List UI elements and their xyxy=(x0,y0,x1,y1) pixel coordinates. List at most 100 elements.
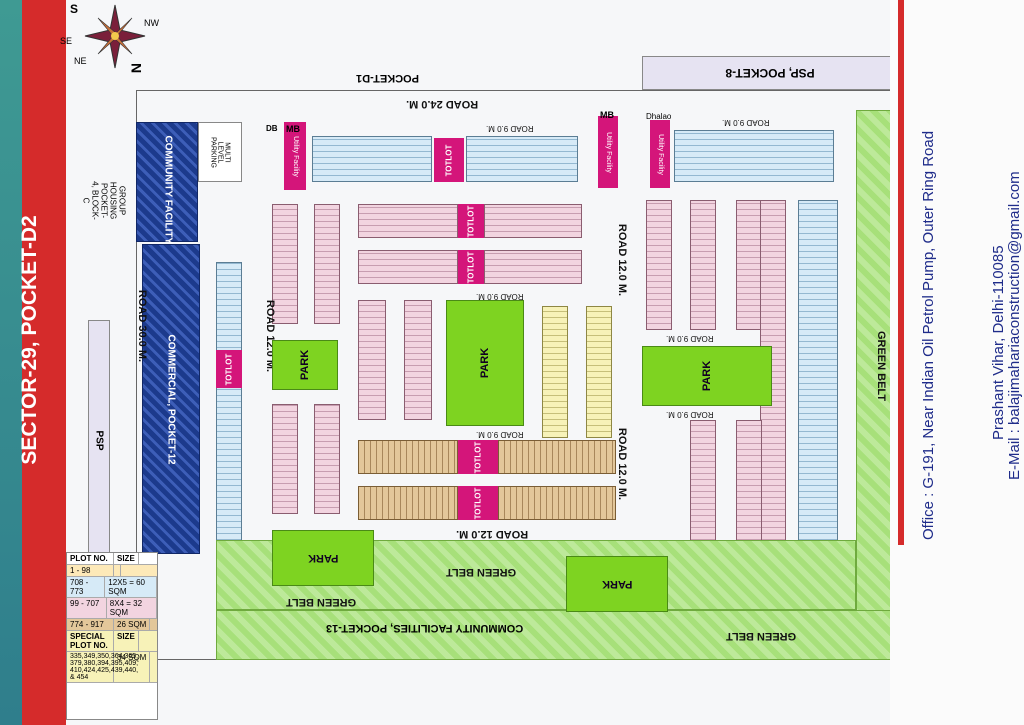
group-housing: GROUP HOUSING POCKET-4, BLOCK-C xyxy=(82,140,127,260)
plot-block-right-3 xyxy=(736,200,762,330)
road-12-bottom: ROAD 12.0 M. xyxy=(456,528,529,540)
legend-special-size-header: SIZE xyxy=(114,631,139,651)
park-central: PARK xyxy=(446,300,524,426)
park-left-small: PARK xyxy=(272,340,338,390)
title-band xyxy=(22,0,66,725)
plot-block-left-4 xyxy=(314,404,340,514)
park-bottom-left: PARK xyxy=(272,530,374,586)
legend-row-3-plot: 99 - 707 xyxy=(67,598,107,618)
plot-block-center-2 xyxy=(404,300,432,420)
totlot-mid-1: TOTLOT xyxy=(458,204,484,238)
plot-block-right-blue xyxy=(798,200,838,600)
plot-block-mid-1 xyxy=(358,204,458,238)
utility-facility-right-label: Utility Facility xyxy=(656,133,664,175)
compass-rose-icon xyxy=(84,4,146,69)
community-facility-label: COMMUNITY FACILITY xyxy=(162,135,174,245)
legend-row-2-plot: 708 - 773 xyxy=(67,577,106,597)
office-email: E-Mail : balajimahariaconstruction@gmail… xyxy=(1006,171,1023,480)
office-red-rule xyxy=(898,0,904,545)
multi-level-parking: MULTI LEVEL PARKING xyxy=(198,122,242,182)
utility-facility-right: Utility Facility xyxy=(650,120,670,188)
plot-block-right-1 xyxy=(646,200,672,330)
legend-row-2-size: 12X5 = 60 SQM xyxy=(105,577,157,597)
green-belt-bottom-label: GREEN BELT xyxy=(446,566,517,578)
mb-label-mid: MB xyxy=(600,110,614,120)
plot-block-center-yellow-2 xyxy=(586,306,612,438)
legend-special-size: 34 SQM xyxy=(114,652,151,682)
utility-facility-mid: Utility Facility xyxy=(598,116,618,188)
plot-block-tan-4 xyxy=(498,486,616,520)
compass-s-label: S xyxy=(70,2,79,16)
plot-block-center-1 xyxy=(358,300,386,420)
legend-row-3-size: 8X4 = 32 SQM xyxy=(107,598,157,618)
legend-header-size: SIZE xyxy=(114,553,139,564)
plot-block-mid-3 xyxy=(358,250,458,284)
plot-block-tan-1 xyxy=(358,440,458,474)
mb-label-left: MB xyxy=(286,124,300,134)
commercial-label: COMMERCIAL, POCKET-12 xyxy=(165,333,177,465)
multi-level-parking-label: MULTI LEVEL PARKING xyxy=(209,136,231,168)
utility-facility-ess-label: Utility Facility xyxy=(291,135,299,177)
map-area: N S NW NE SE PSP, POCKET-8 POCKET-D1 ROA… xyxy=(60,0,911,725)
dhalao-label: Dhalao xyxy=(646,112,672,121)
road-9-center: ROAD 9.0 M. xyxy=(476,430,524,439)
compass-ne-label: NE xyxy=(74,56,87,66)
plot-block-tan-3 xyxy=(358,486,458,520)
plot-legend: PLOT NO. SIZE 1 - 98 708 - 773 12X5 = 60… xyxy=(66,552,158,720)
legend-row-4-plot: 774 - 917 xyxy=(67,619,114,630)
pocket-d1-label: POCKET-D1 xyxy=(356,72,419,84)
compass-n-label: N xyxy=(128,62,145,74)
psp-left: PSP xyxy=(88,320,110,560)
office-address-line1: Office : G-191, Near Indian Oil Petrol P… xyxy=(920,130,937,540)
plot-block-tan-2 xyxy=(498,440,616,474)
plot-block-mid-4 xyxy=(484,250,582,284)
plot-block-top-1 xyxy=(312,136,432,182)
psp-pocket-8: PSP, POCKET-8 xyxy=(642,56,898,90)
utility-facility-ess: Utility Facility xyxy=(284,122,306,190)
community-facilities-p13-label: COMMUNITY FACILITIES, POCKET-13 xyxy=(326,622,524,634)
legend-special-plots: 335,349,350,364,365, 379,380,394,395,409… xyxy=(67,652,138,682)
green-belt-right xyxy=(856,110,896,660)
plot-block-left-3 xyxy=(272,404,298,514)
plot-block-center-yellow-1 xyxy=(542,306,568,438)
legend-row-1-size xyxy=(114,565,121,576)
park-bottom-right: PARK xyxy=(566,556,668,612)
road-9-right-top: ROAD 9.0 M. xyxy=(666,334,714,343)
plot-block-top-right xyxy=(674,130,834,182)
plot-block-left-blue xyxy=(216,262,242,558)
db-label-left: DB xyxy=(266,124,278,133)
plot-block-top-2 xyxy=(466,136,578,182)
commercial-pocket-12: COMMERCIAL, POCKET-12 xyxy=(142,244,200,554)
office-panel: Office : G-191, Near Indian Oil Petrol P… xyxy=(890,0,1024,725)
legend-special-header: SPECIAL PLOT NO. xyxy=(67,631,114,651)
utility-facility-mid-label: Utility Facility xyxy=(604,131,612,173)
legend-header-plot: PLOT NO. xyxy=(67,553,114,564)
compass-nw-label: NW xyxy=(144,18,159,28)
green-belt-left-label: GREEN BELT xyxy=(286,596,357,608)
map-title: SECTOR-29, POCKET-D2 xyxy=(18,215,41,465)
road-30-label: ROAD 30.0 M. xyxy=(136,289,149,363)
road-12-center-lower: ROAD 12.0 M. xyxy=(616,427,629,501)
legend-row-4-size: 26 SQM xyxy=(114,619,151,630)
plot-block-left-1 xyxy=(272,204,298,324)
psp-left-label: PSP xyxy=(93,429,105,451)
legend-row-1-plot: 1 - 98 xyxy=(67,565,114,576)
plot-block-right-2 xyxy=(690,200,716,330)
road-9-top-right: ROAD 9.0 M. xyxy=(722,118,770,127)
plot-block-mid-2 xyxy=(484,204,582,238)
park-right: PARK xyxy=(642,346,772,406)
green-belt-outer-label: GREEN BELT xyxy=(726,630,797,642)
totlot-tan-2: TOTLOT xyxy=(458,486,498,520)
community-facility-block xyxy=(136,122,198,242)
totlot-top: TOTLOT xyxy=(434,138,464,182)
plot-block-left-2 xyxy=(314,204,340,324)
compass-se-label: SE xyxy=(60,36,73,46)
road-9-top: ROAD 9.0 M. xyxy=(486,124,534,133)
road-12-center-upper: ROAD 12.0 M. xyxy=(616,223,629,297)
totlot-left: TOTLOT xyxy=(216,350,242,388)
green-belt-right-label: GREEN BELT xyxy=(875,330,888,402)
green-belt-outer xyxy=(216,610,896,660)
totlot-tan-1: TOTLOT xyxy=(458,440,498,474)
road-9-right-bottom: ROAD 9.0 M. xyxy=(666,410,714,419)
